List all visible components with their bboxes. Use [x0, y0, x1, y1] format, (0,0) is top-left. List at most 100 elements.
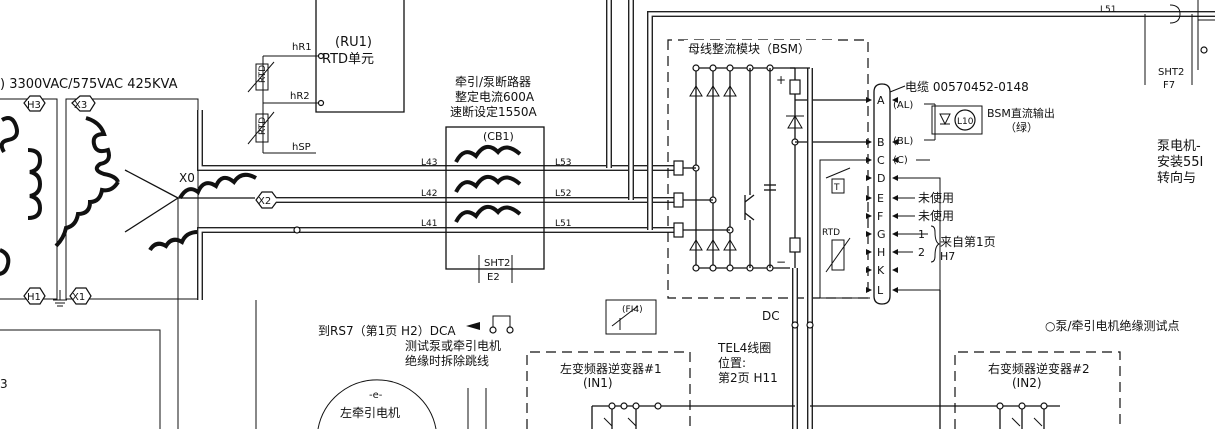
bsm-module: 母线整流模块（BSM） DC — [667, 39, 870, 429]
dc-label: DC — [762, 309, 780, 323]
terminal-x3: X3 — [71, 95, 96, 112]
svg-text:X3: X3 — [74, 100, 87, 111]
pump-note-3: 转向与 — [1157, 170, 1196, 186]
phase-bus-lines: L51 — [197, 0, 1215, 300]
hr2-label: hR2 — [290, 91, 310, 102]
pin-arrow-right-k — [892, 267, 898, 273]
top-ref: F7 — [1163, 80, 1175, 91]
breaker-title-3: 速断设定1550A — [450, 104, 538, 119]
tel4-line-3: 第2页 H11 — [718, 371, 778, 385]
pump-note-1: 泵电机- — [1157, 139, 1201, 154]
rs7-line-1: 到RS7（第1页 H2）DCA — [318, 324, 456, 338]
rtd-resistor-lower — [255, 113, 269, 143]
pin-arrow-right-b — [892, 139, 898, 145]
tel4-line-2: 位置: — [718, 355, 746, 370]
minus-sign: − — [776, 255, 786, 269]
inverter-2-tag: (IN2) — [1012, 376, 1042, 390]
rtd-label: RTD — [822, 228, 840, 238]
motor-label: 左牵引电机 — [340, 405, 400, 420]
ru1-tag: (RU1) — [335, 35, 372, 50]
pin-arrow-e — [866, 195, 872, 201]
connector-pin-g: G — [877, 228, 886, 241]
left-number: 3 — [0, 377, 8, 391]
inverter-1: 左变频器逆变器#1 (IN1) — [526, 351, 795, 429]
svg-text:X2: X2 — [258, 196, 271, 207]
hsp-label: hSP — [292, 142, 311, 153]
rs7-line-2: 测试泵或牵引电机 — [405, 338, 501, 353]
pin-c-signal: (C) — [893, 155, 908, 166]
transformer: ) 3300VAC/575VAC 425KVA X3 H3 X2 H1 — [0, 77, 279, 429]
insulation-test-note: ○泵/牵引电机绝缘测试点 — [1045, 318, 1180, 333]
from-ref: H7 — [940, 250, 955, 263]
transformer-rating: ) 3300VAC/575VAC 425KVA — [0, 77, 178, 92]
breaker-ref: E2 — [487, 272, 500, 283]
pin-a-signal: (AL) — [893, 100, 913, 111]
pin-f-note: 未使用 — [918, 208, 954, 223]
svg-text:H3: H3 — [27, 100, 41, 111]
rs7-jumper-note: 到RS7（第1页 H2）DCA 测试泵或牵引电机 绝缘时拆除跳线 — [318, 315, 514, 368]
connector-pin-l: L — [877, 284, 884, 297]
plus-sign: + — [776, 73, 786, 87]
terminal-h1: H1 — [23, 287, 46, 305]
connector-pin-k: K — [877, 264, 885, 277]
rs7-line-3: 绝缘时拆除跳线 — [405, 353, 489, 368]
rtd-unit: (RU1) RTD单元 hR1 hR2 hSP RTD RTD — [247, 0, 405, 154]
breaker-title-1: 牵引/泵断路器 — [455, 74, 531, 89]
terminal-x2: X2 — [255, 191, 279, 209]
rtd-resistor-upper — [255, 63, 269, 91]
lamp-l10: L10 BSM直流输出 （绿） — [931, 105, 1055, 135]
x0-label: X0 — [179, 171, 195, 185]
connector-pin-h: H — [877, 246, 885, 259]
connector-pin-b: B — [877, 136, 885, 149]
l52-label: L52 — [555, 189, 571, 199]
inverter-1-tag: (IN1) — [583, 376, 613, 390]
svg-text:X1: X1 — [72, 292, 85, 303]
left-traction-motor: -e- 左牵引电机 — [317, 379, 437, 429]
fi4-symbol: (FI4) — [605, 299, 657, 335]
pin-arrow-l — [866, 287, 872, 293]
cable-label: 电缆 00570452-0148 — [905, 80, 1029, 94]
lamp-tag: L10 — [957, 117, 974, 127]
l43-label: L43 — [421, 158, 437, 168]
connector-pin-e: E — [877, 192, 884, 205]
tel4-line-1: TEL4线圈 — [717, 341, 771, 355]
terminal-h3: H3 — [23, 95, 46, 112]
pin-arrow-g — [866, 231, 872, 237]
ru1-name: RTD单元 — [322, 52, 374, 67]
breaker-tag: (CB1) — [483, 130, 514, 143]
pin-arrow-a — [866, 97, 872, 103]
top-sht: SHT2 — [1158, 67, 1184, 78]
connector-pin-c: C — [877, 154, 885, 167]
bottom-left-box: 3 — [0, 329, 161, 429]
connector-pin-a: A — [877, 94, 885, 107]
hr1-label: hR1 — [292, 42, 312, 53]
pump-note-2: 安装55I — [1157, 155, 1203, 170]
top-right-reference: SHT2 F7 — [1144, 0, 1215, 91]
l51-label: L51 — [555, 219, 571, 229]
inverter-2-name: 右变频器逆变器#2 — [988, 361, 1090, 376]
pin-arrow-b — [866, 139, 872, 145]
pin-h-num: 2 — [918, 246, 925, 259]
lamp-label: BSM直流输出 — [987, 106, 1055, 120]
l42-label: L42 — [421, 189, 437, 199]
breaker-sht: SHT2 — [484, 258, 510, 269]
inverter-1-name: 左变频器逆变器#1 — [560, 361, 662, 376]
pin-arrow-h — [866, 249, 872, 255]
bsm-title: 母线整流模块（BSM） — [688, 41, 810, 56]
pin-arrow-d — [866, 175, 872, 181]
motor-tag: -e- — [369, 390, 383, 401]
pin-arrow-right-c — [892, 157, 898, 163]
pin-e-note: 未使用 — [918, 190, 954, 205]
circuit-breaker-cb1: 牵引/泵断路器 整定电流600A 速断设定1550A (CB1) L43 L42… — [421, 74, 571, 283]
connector-pin-d: D — [877, 172, 885, 185]
connector-pin-f: F — [877, 210, 883, 223]
terminal-x1: X1 — [69, 287, 92, 305]
breaker-box — [445, 126, 545, 270]
inverter-2: 右变频器逆变器#2 (IN2) — [810, 351, 1121, 429]
breaker-title-2: 整定电流600A — [455, 89, 535, 104]
pin-arrow-k — [866, 267, 872, 273]
l53-label: L53 — [555, 158, 571, 168]
from-page-1: 来自第1页 — [940, 235, 996, 249]
lamp-color: （绿） — [1005, 120, 1038, 134]
